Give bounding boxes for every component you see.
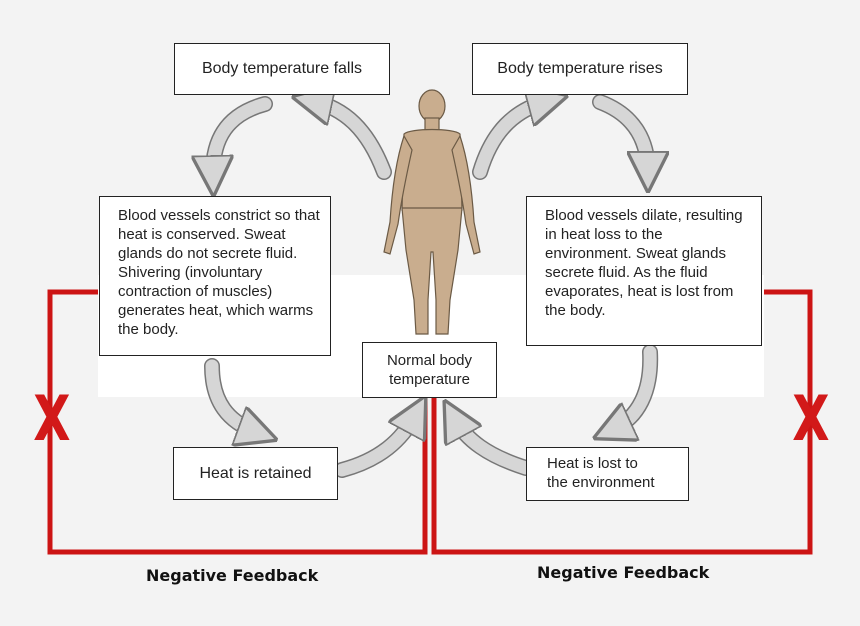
curved-arrow-icon	[213, 96, 273, 176]
feedback-label-right: Negative Feedback	[537, 563, 710, 582]
heat-lost-line2: the environment	[547, 474, 655, 491]
constrict-text: Blood vessels constrict so that heat is …	[118, 207, 320, 338]
x-mark-right: X	[792, 382, 830, 455]
human-body-icon	[383, 89, 481, 335]
heat-lost-line1: Heat is lost to	[547, 455, 638, 472]
curved-arrow-icon	[204, 358, 258, 433]
curved-arrow-icon	[472, 101, 548, 180]
temp-falls-box: Body temperature falls	[174, 43, 390, 95]
heat-retained-box: Heat is retained	[173, 447, 338, 500]
temp-rises-label: Body temperature rises	[497, 60, 663, 77]
feedback-loop-left	[47, 289, 428, 555]
normal-temp-box: Normal body temperature	[362, 342, 497, 398]
constrict-box: Blood vessels constrict so that heat is …	[99, 196, 331, 356]
curved-arrow-icon	[334, 414, 416, 478]
temp-rises-box: Body temperature rises	[472, 43, 688, 95]
temp-falls-label: Body temperature falls	[201, 60, 363, 77]
feedback-loop-right	[431, 289, 813, 555]
feedback-label-left: Negative Feedback	[146, 566, 319, 585]
curved-arrow-icon	[612, 344, 659, 430]
dilate-text: Blood vessels dilate, resulting in heat …	[545, 207, 743, 319]
dilate-box: Blood vessels dilate, resulting in heat …	[526, 196, 762, 346]
curved-arrow-icon	[312, 101, 392, 180]
curved-arrow-icon	[454, 418, 534, 476]
x-mark-left: X	[33, 382, 71, 455]
heat-retained-label: Heat is retained	[199, 464, 312, 482]
heat-lost-box: Heat is lost to the environment	[526, 447, 689, 501]
curved-arrow-icon	[592, 94, 648, 172]
normal-temp-line2: temperature	[389, 371, 470, 388]
normal-temp-line1: Normal body	[386, 352, 473, 369]
